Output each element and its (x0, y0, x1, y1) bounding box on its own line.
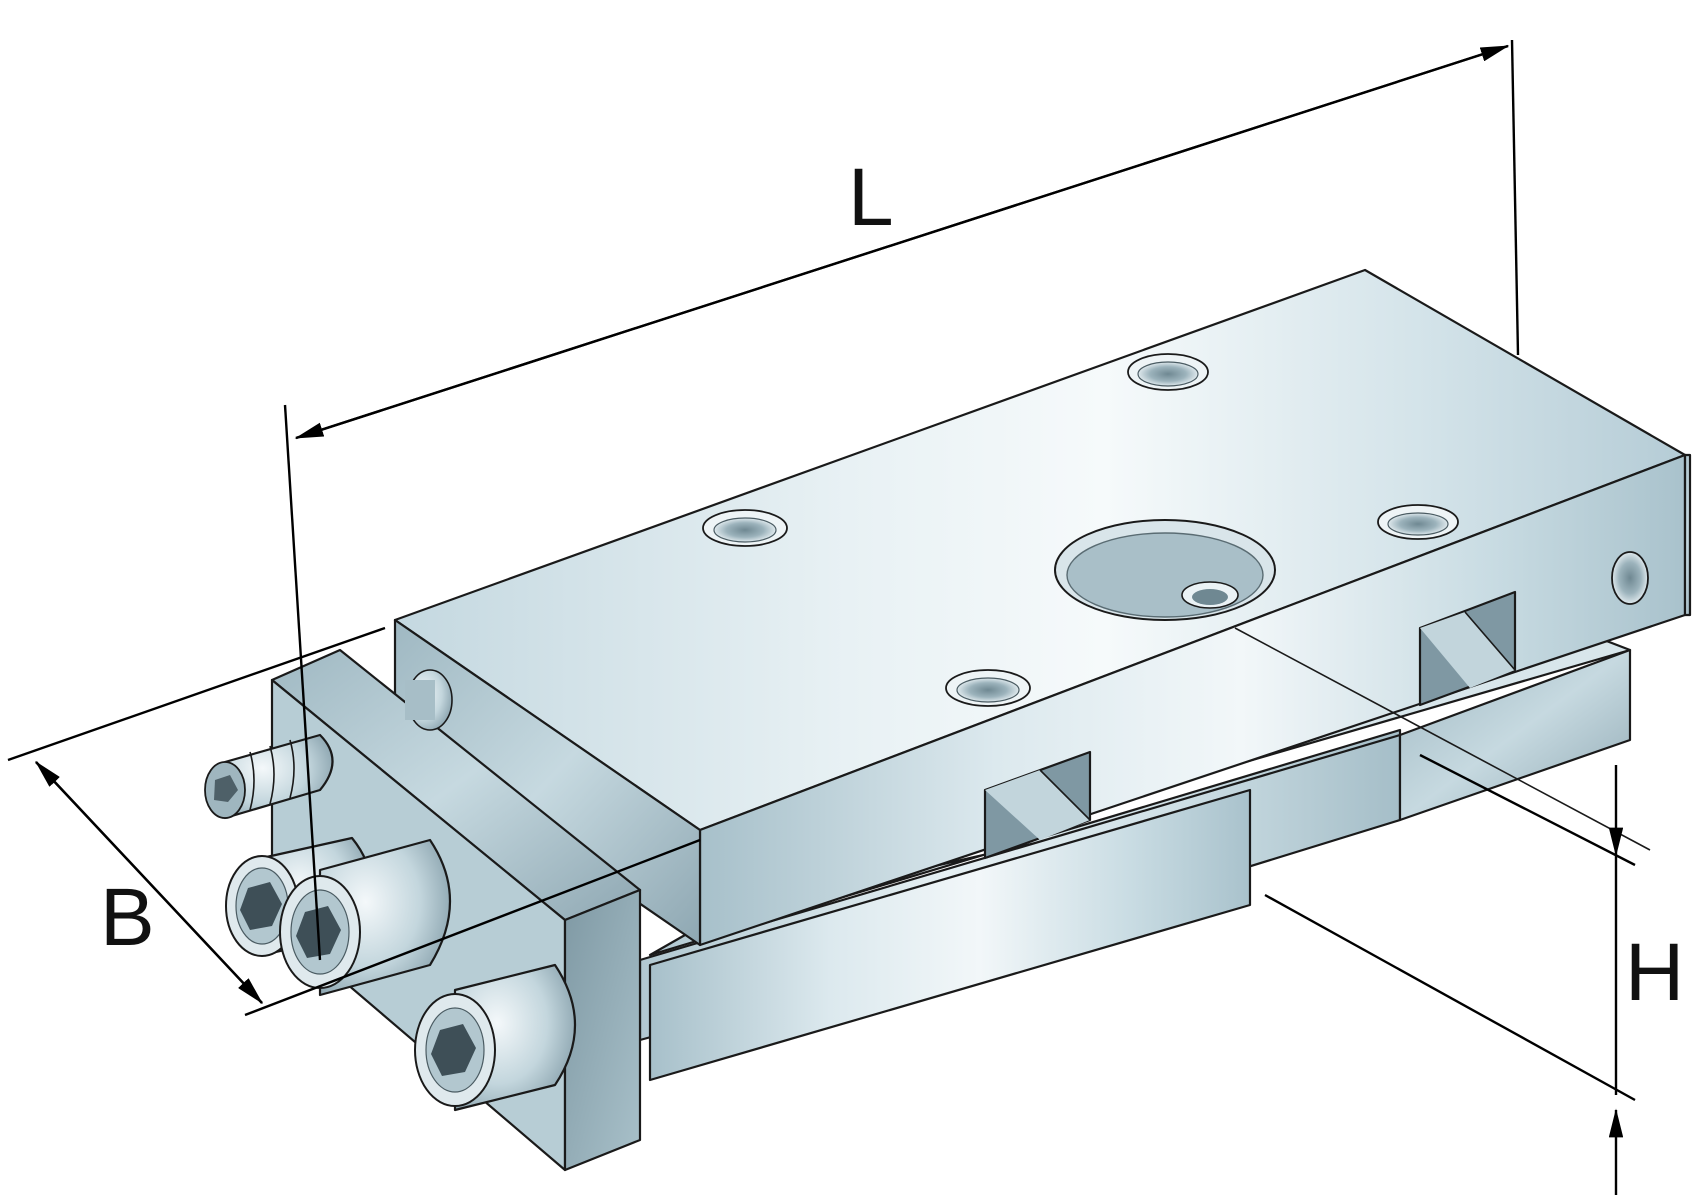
threaded-hole-left (702, 509, 788, 547)
dimension-length: L (283, 39, 1520, 961)
carriage-block (393, 268, 1692, 947)
socket-head-screw-2 (279, 838, 452, 997)
dimension-label-height: H (1625, 927, 1684, 1018)
dimension-width: B (7, 626, 701, 1017)
threaded-hole-front (945, 669, 1031, 707)
dimension-height: H (1264, 753, 1684, 1195)
threaded-hole-back (1127, 353, 1209, 391)
dimension-label-width: B (100, 872, 155, 963)
dimension-label-length: L (848, 152, 894, 243)
threaded-hole-right (1377, 504, 1459, 540)
set-screw-top (405, 669, 453, 731)
side-bore (1611, 551, 1649, 605)
socket-head-screw-3 (414, 963, 577, 1112)
front-slot-left (983, 750, 1092, 860)
lube-nipple-counterbore (1054, 519, 1276, 621)
set-screw (204, 733, 334, 820)
front-slot-right (1418, 590, 1517, 707)
